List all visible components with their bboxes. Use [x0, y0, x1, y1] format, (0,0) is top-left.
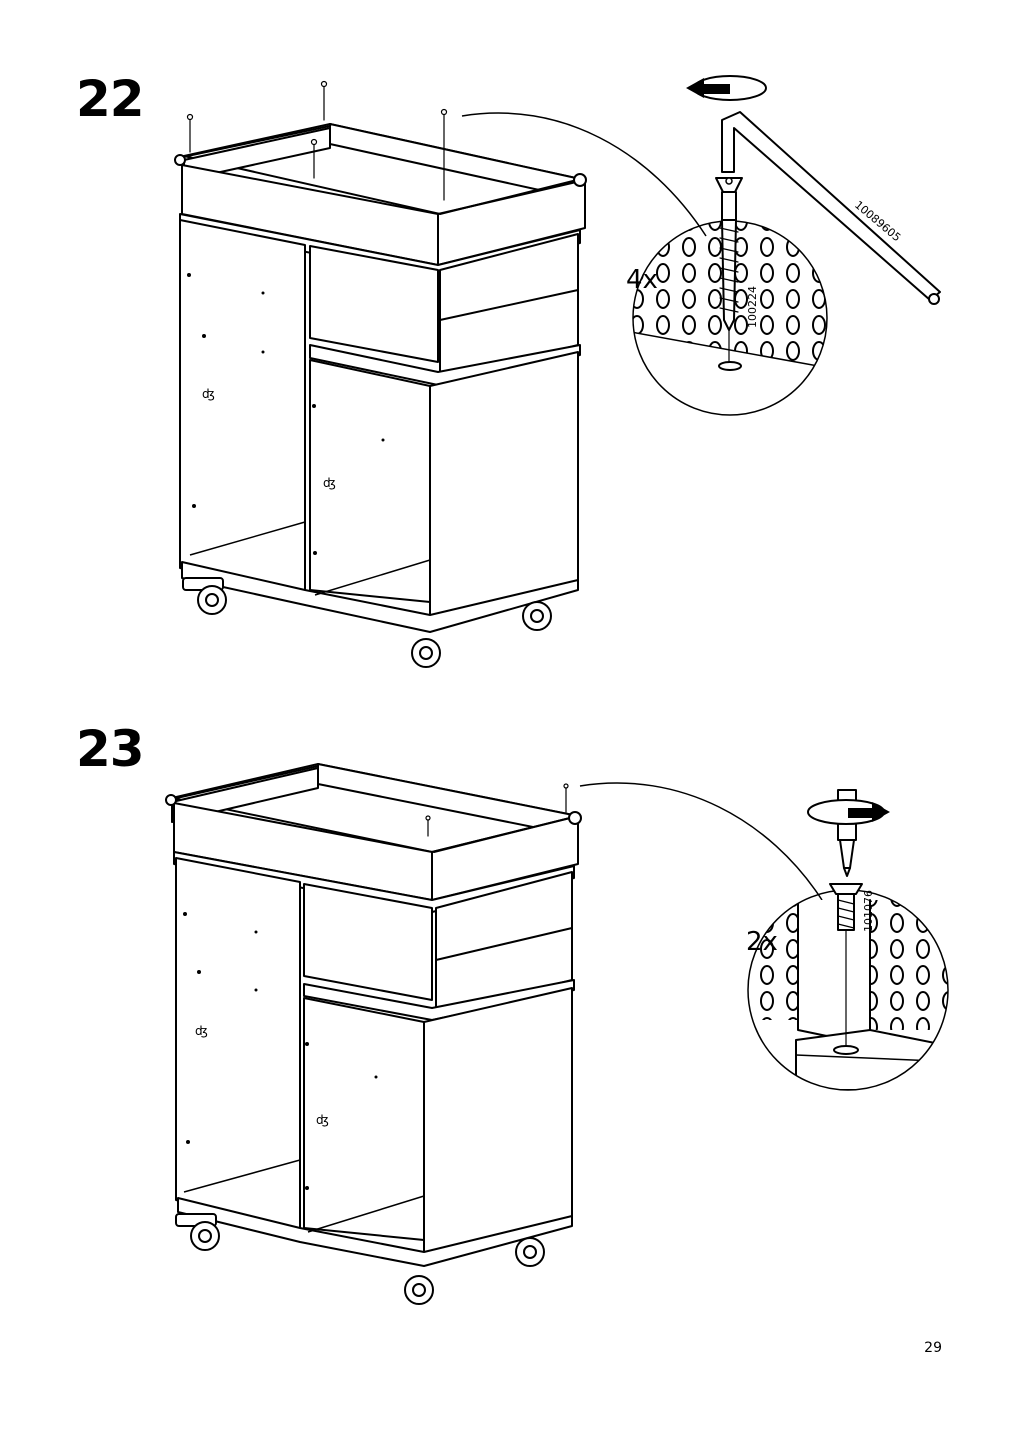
screw-part-number-23: 101076 — [862, 890, 875, 932]
svg-text:ʤ: ʤ — [316, 1113, 329, 1127]
step-number-23: 23 — [76, 720, 145, 778]
step-number-22: 22 — [76, 70, 145, 128]
detail-circle-step-22 — [632, 75, 941, 416]
cart-illustration-step-23: ʤ ʤ — [165, 763, 823, 1305]
svg-text:ʤ: ʤ — [202, 387, 215, 401]
page-number: 29 — [924, 1340, 942, 1356]
cart-illustration-step-22: ʤ ʤ — [174, 80, 707, 668]
svg-text:ʤ: ʤ — [195, 1024, 208, 1038]
allen-key-icon — [721, 111, 941, 305]
rotate-arrow-icon — [686, 75, 767, 101]
rotate-arrow-icon — [807, 799, 890, 825]
screw-icon — [829, 883, 863, 1055]
quantity-label-22: 4x — [626, 265, 658, 295]
screw-part-number-22: 100224 — [746, 286, 759, 328]
svg-text:ʤ: ʤ — [323, 476, 336, 490]
screw-icon — [715, 177, 743, 371]
quantity-label-23: 2x — [746, 927, 778, 957]
